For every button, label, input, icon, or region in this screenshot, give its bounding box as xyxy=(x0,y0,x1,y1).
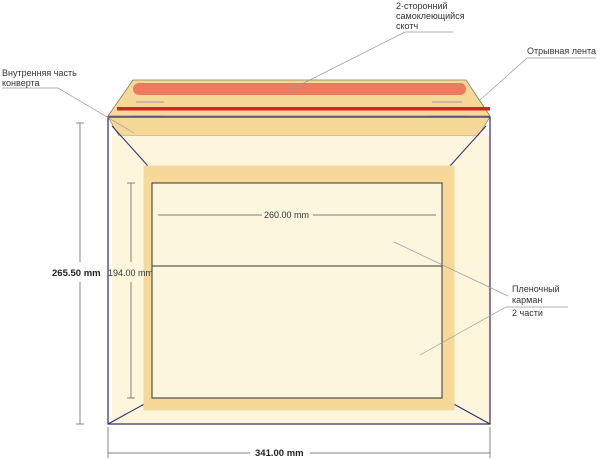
tear-strip xyxy=(117,107,490,111)
width-dimension: 341.00 mm xyxy=(255,448,304,459)
pocket-height-dimension: 194.00 mm xyxy=(108,268,153,278)
flap-dashes xyxy=(130,101,466,117)
pocket-label-line2: карман xyxy=(512,295,542,305)
envelope-outline xyxy=(107,116,491,425)
height-dimension: 265.50 mm xyxy=(52,268,101,279)
tape-label-line1: 2-сторонний xyxy=(396,1,448,11)
leader-lines xyxy=(2,31,596,356)
tape-label-line2: самоклеющийся xyxy=(396,11,465,21)
pocket-label-line3: 2 части xyxy=(512,308,543,318)
inner-part-label-line1: Внутренняя часть xyxy=(2,68,77,78)
pocket-width-dimension: 260.00 mm xyxy=(264,210,309,220)
tape-label-line3: скотч xyxy=(396,21,418,31)
inner-flap-band xyxy=(107,116,491,137)
adhesive-tape xyxy=(133,83,466,95)
fold-lines xyxy=(107,125,491,425)
outer-dimension-lines xyxy=(76,122,491,458)
pocket-dimension-lines xyxy=(127,182,436,399)
tear-strip-label: Отрывная лента xyxy=(527,46,596,56)
film-pocket xyxy=(151,182,443,399)
pocket-label-line1: Пленочный xyxy=(512,284,560,294)
inner-part-label-line2: конверта xyxy=(2,78,40,88)
